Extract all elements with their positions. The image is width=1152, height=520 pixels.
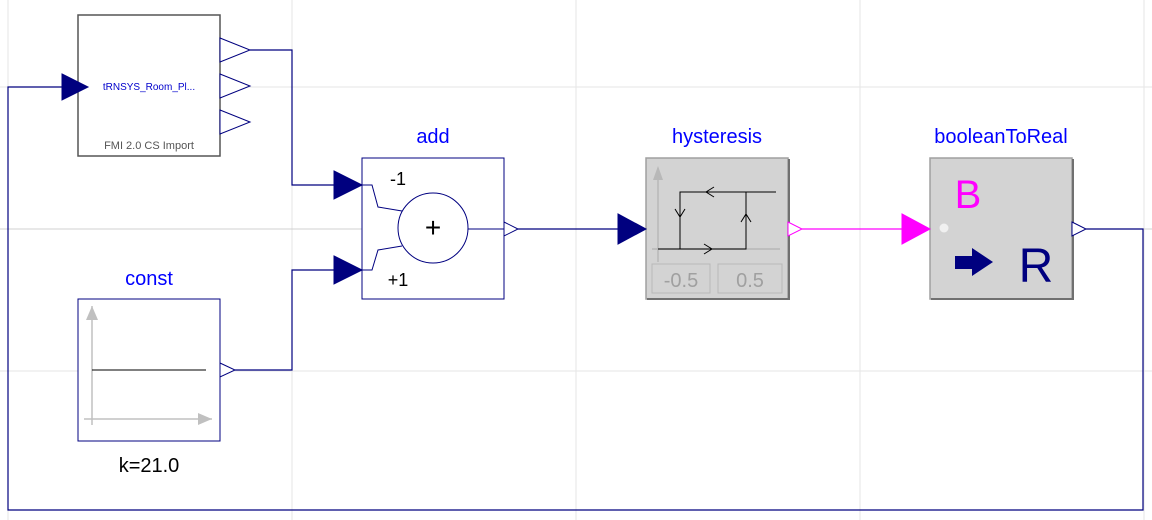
fmu-output-port-1[interactable] xyxy=(219,37,252,63)
hysteresis-box[interactable] xyxy=(645,157,789,300)
hysteresis-ulow-box xyxy=(651,263,711,294)
wire-const-to-add[interactable] xyxy=(235,269,337,371)
hysteresis-label: hysteresis xyxy=(672,126,762,148)
hysteresis-block[interactable]: hysteresis -0.5 0.5 xyxy=(617,126,804,300)
arrow-head xyxy=(972,248,993,276)
booleantoreal-input-letter: B xyxy=(955,173,982,217)
hysteresis-arrow-right-icon xyxy=(703,243,713,255)
const-y-axis-arrow-icon xyxy=(86,306,98,320)
add-input-port-1[interactable] xyxy=(333,170,364,200)
const-block[interactable]: const k=21.0 xyxy=(77,268,237,477)
booleantoreal-input-port[interactable] xyxy=(901,213,932,245)
add-input-line-1 xyxy=(362,184,403,212)
fmu-output-port-3[interactable] xyxy=(219,109,252,135)
add-gain-bottom: +1 xyxy=(388,270,409,290)
hysteresis-arrow-up-icon xyxy=(740,213,752,223)
booleantoreal-output-letter: R xyxy=(1019,240,1054,293)
fmu-subtitle: FMI 2.0 CS Import xyxy=(104,140,194,152)
add-plus-symbol: + xyxy=(425,212,441,243)
fmu-output-port-2[interactable] xyxy=(219,73,252,99)
add-output-port[interactable] xyxy=(503,221,520,237)
add-sum-circle xyxy=(397,192,469,264)
fmu-title: tRNSYS_Room_Pl... xyxy=(103,82,195,93)
hysteresis-y-axis-arrow-icon xyxy=(653,166,663,180)
const-x-axis-arrow-icon xyxy=(198,413,212,425)
booleantoreal-label: booleanToReal xyxy=(934,126,1067,148)
fmu-input-port[interactable] xyxy=(61,73,90,101)
const-param: k=21.0 xyxy=(119,455,180,477)
arrow-shaft xyxy=(955,256,973,269)
add-label: add xyxy=(416,126,449,148)
add-gain-top: -1 xyxy=(390,169,406,189)
wire-fmu-to-add[interactable] xyxy=(250,49,337,186)
hysteresis-ulow: -0.5 xyxy=(664,270,698,292)
wire-feedback-loop[interactable] xyxy=(7,86,1144,511)
fmu-block[interactable]: tRNSYS_Room_Pl... FMI 2.0 CS Import xyxy=(61,14,252,157)
booleantoreal-output-port[interactable] xyxy=(1071,221,1088,237)
fmu-box[interactable] xyxy=(77,14,221,157)
booleantoreal-dot-icon xyxy=(939,223,949,233)
add-input-port-2[interactable] xyxy=(333,255,364,285)
add-block[interactable]: add + -1 +1 xyxy=(333,126,520,300)
right-arrow-icon xyxy=(955,248,993,276)
hysteresis-uhigh-box xyxy=(717,263,783,294)
booleantoreal-block[interactable]: booleanToReal B R xyxy=(901,126,1088,300)
hysteresis-arrow-down-icon xyxy=(674,208,686,218)
hysteresis-output-port[interactable] xyxy=(787,221,804,237)
const-label: const xyxy=(125,268,173,290)
hysteresis-uhigh: 0.5 xyxy=(736,270,764,292)
const-output-port[interactable] xyxy=(219,362,237,378)
connections xyxy=(7,49,1144,511)
hysteresis-input-port[interactable] xyxy=(617,213,648,245)
add-input-line-2 xyxy=(362,245,403,271)
hysteresis-arrow-left-icon xyxy=(705,186,715,198)
